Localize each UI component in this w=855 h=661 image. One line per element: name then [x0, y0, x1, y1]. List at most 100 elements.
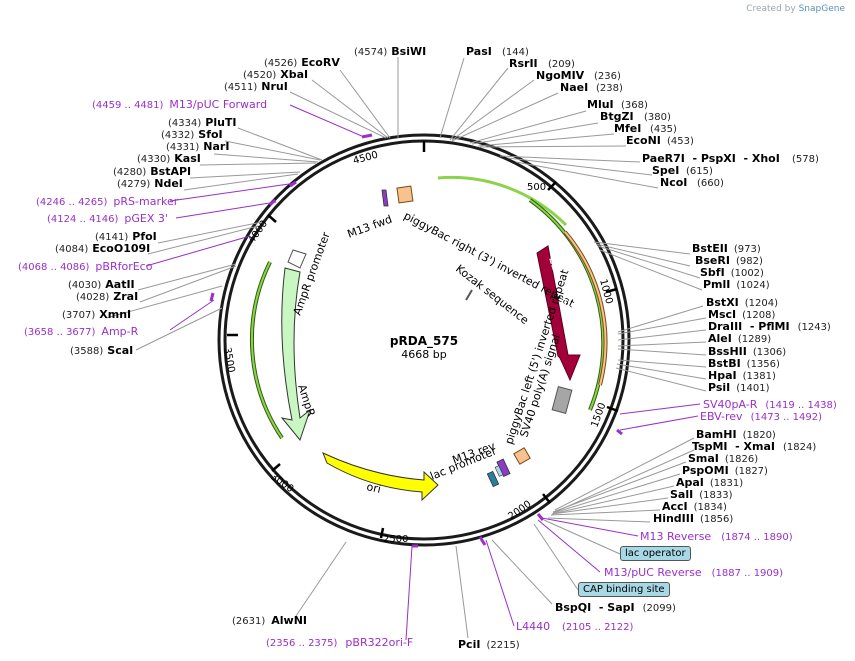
pbrforeco-primer: (4068 .. 4086)pBRforEco	[18, 260, 153, 273]
alei-site: AleI(1289)	[708, 332, 771, 345]
snapgene-brand: SnapGene	[798, 4, 845, 14]
tick-2000: 2000	[506, 499, 533, 523]
primer-marks	[209, 133, 623, 548]
ngomiv-site-pos: (236)	[594, 71, 621, 82]
primer-leaders	[145, 104, 701, 641]
lac-features	[486, 458, 511, 488]
plasmid-size: 4668 bp	[401, 348, 446, 361]
ncoi-site-pos: (660)	[697, 178, 724, 189]
e2crimson-arrow	[536, 245, 581, 382]
hindiii-site: HindIII(1856)	[653, 512, 733, 525]
backbone-outer	[217, 133, 631, 547]
nari-site: (4331)NarI	[166, 140, 229, 153]
sali-site: SalI(1833)	[670, 488, 733, 501]
pb-right-block	[396, 185, 414, 204]
smai-site: SmaI(1826)	[688, 452, 758, 465]
btgzi-site-name: BtgZI	[600, 110, 634, 123]
ecoo109i-site: (4084)EcoO109I	[55, 242, 150, 255]
pbr322ori-f-primer: (2356 .. 2375)pBR322ori-F	[266, 636, 413, 649]
bseri-site: BseRI(982)	[695, 254, 763, 267]
ori-arrow	[322, 452, 439, 502]
rsrii-site-pos: (209)	[548, 59, 575, 70]
orange-arc-fill	[564, 231, 607, 386]
cap-site-leader	[533, 523, 579, 591]
psii-site: PsiI(1401)	[708, 381, 770, 394]
sv40-block	[551, 385, 573, 415]
xbai-site: (4520)XbaI	[243, 68, 308, 81]
ori-label: ori	[365, 480, 382, 496]
mfei-site-pos: (435)	[650, 124, 677, 135]
pspomi-site: PspOMI(1827)	[682, 464, 768, 477]
cap-binding-site-box: CAP binding site	[578, 582, 670, 597]
bstbi-site: BstBI(1356)	[708, 357, 780, 370]
lac-operator-box: lac operator	[620, 546, 691, 561]
ecorv-site: (4526)EcoRV	[264, 56, 340, 69]
scai-site: (3588)ScaI	[70, 344, 133, 357]
pasi-site-name: PasI	[466, 45, 492, 58]
tick-3000: 3000	[268, 471, 295, 495]
econi-site-name: EcoNI	[626, 134, 661, 147]
naei-site-name: NaeI	[560, 81, 588, 94]
prs-marker-primer: (4246 .. 4265)pRS-marker	[36, 195, 179, 208]
naei-site-pos: (238)	[596, 83, 623, 94]
credit-prefix: Created by	[746, 4, 796, 14]
bsteii-site: BstEII(973)	[692, 242, 761, 255]
mfei-site-name: MfeI	[614, 122, 641, 135]
xmai-site: TspMI - XmaI(1824)	[692, 440, 816, 453]
econi-site-pos: (453)	[667, 136, 694, 147]
acci-site: AccI(1834)	[662, 500, 727, 513]
tick-500: 500	[527, 182, 546, 193]
alwni-site: (2631)AlwNI	[232, 614, 307, 627]
bstapi-site: (4280)BstAPI	[113, 165, 191, 178]
btgzi-site-pos: (380)	[644, 112, 671, 123]
bstxi-site: BstXI(1204)	[706, 296, 778, 309]
xhoi-site-pos: (578)	[792, 154, 819, 165]
plasmid-name: pRDA_575	[390, 334, 458, 349]
ampr-promoter-arrow	[287, 249, 307, 269]
draiii-site: DraIII - PflMI(1243)	[708, 320, 831, 333]
l4440-primer-range: (2105 .. 2122)	[562, 622, 634, 633]
pcii-site: PciI(2215)	[458, 638, 520, 651]
ngomiv-site-name: NgoMIV	[536, 69, 585, 82]
sfoi-site: (4332)SfoI	[161, 128, 223, 141]
sv40pa-r-primer: SV40pA-R(1419 .. 1438)	[703, 398, 837, 411]
sapi-site: BspQI - SapI(2099)	[555, 601, 676, 614]
m13-puc-reverse-primer: M13/pUC Reverse(1887 .. 1909)	[604, 566, 783, 579]
sbfi-site: SbfI(1002)	[700, 266, 764, 279]
tick-3500: 3500	[221, 347, 236, 374]
mlui-site-name: MluI	[587, 98, 614, 111]
m13fwd-label: M13 fwd	[346, 213, 394, 241]
m13fwd-marker	[381, 189, 389, 207]
spei-site-name: SpeI	[652, 164, 679, 177]
m13-puc-forward-primer: (4459 .. 4481)M13/pUC Forward	[92, 98, 267, 111]
kasi-site: (4330)KasI	[137, 152, 201, 165]
hpai-site: HpaI(1381)	[708, 369, 776, 382]
bsshii-site: BssHII(1306)	[708, 345, 786, 358]
pfoi-site: (4141)PfoI	[95, 230, 157, 243]
lac-operator-leader	[543, 519, 621, 555]
bsiwi-site: (4574)BsiWI	[354, 45, 426, 58]
pmli-site: PmlI(1024)	[703, 278, 770, 291]
pluti-site: (4334)PluTI	[168, 116, 237, 129]
pasi-site-pos: (144)	[502, 47, 529, 58]
aatii-site: (4030)AatII	[68, 278, 135, 291]
backbone-ticks	[227, 141, 619, 539]
xmni-site: (3707)XmnI	[62, 308, 131, 321]
ampr-outer-arc-fill	[251, 261, 283, 439]
ebv-rev-primer: EBV-rev(1473 .. 1492)	[700, 410, 822, 423]
msci-site: MscI(1208)	[708, 308, 775, 321]
tick-2500: 2500	[383, 534, 408, 545]
xhoi-site-name: PaeR7I - PspXI - XhoI	[642, 152, 780, 165]
bamhi-site: BamHI(1820)	[696, 428, 776, 441]
amp-r-primer: (3658 .. 3677)Amp-R	[24, 325, 139, 338]
ncoi-site-name: NcoI	[660, 176, 687, 189]
mlui-site-pos: (368)	[621, 100, 648, 111]
l4440-primer-name: L4440	[516, 620, 550, 633]
spei-site-pos: (615)	[686, 166, 713, 177]
pb-left-block	[513, 447, 531, 465]
apai-site: ApaI(1831)	[676, 476, 743, 489]
leader-lines	[105, 57, 707, 639]
pgex3-primer: (4124 .. 4146)pGEX 3'	[47, 212, 168, 225]
kozak-marker	[465, 289, 473, 301]
